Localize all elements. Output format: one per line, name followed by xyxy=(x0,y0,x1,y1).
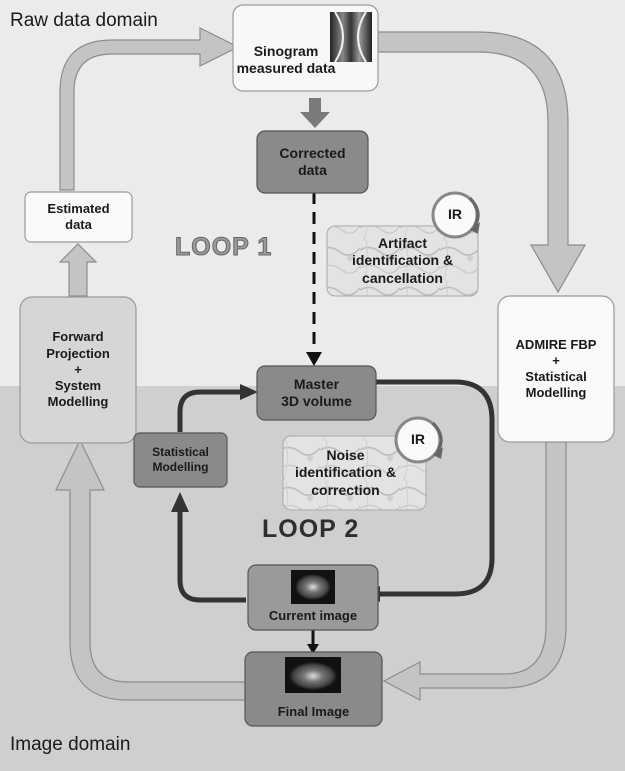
admire-box xyxy=(497,295,615,443)
arrow-sinogram-to-admire xyxy=(377,31,587,294)
arrow-current-to-statistical xyxy=(177,508,246,603)
corrected-box xyxy=(256,130,369,194)
loop2-label: LOOP 2 xyxy=(262,515,360,543)
image-domain-label: Image domain xyxy=(10,734,131,755)
loop1-label: LOOP 1 xyxy=(174,233,273,262)
noise-box xyxy=(282,435,427,511)
master-box xyxy=(256,365,377,421)
arrow-final-to-forward xyxy=(55,438,251,701)
sinogram-thumbnail xyxy=(330,12,372,62)
forward-box xyxy=(19,296,137,444)
estimated-box xyxy=(24,191,133,243)
arrow-admire-to-final xyxy=(382,441,567,701)
statistical-box xyxy=(133,432,228,488)
arrow-forward-to-estimated xyxy=(58,243,98,297)
ir-bottom-icon xyxy=(394,416,443,464)
arrow-statistical-to-master xyxy=(177,389,244,432)
raw-domain-label: Raw data domain xyxy=(10,10,158,31)
arrow-sinogram-to-corrected xyxy=(300,98,330,128)
artifact-box xyxy=(326,225,479,297)
arrow-master-to-current xyxy=(376,379,495,597)
ir-top-icon xyxy=(431,191,480,239)
